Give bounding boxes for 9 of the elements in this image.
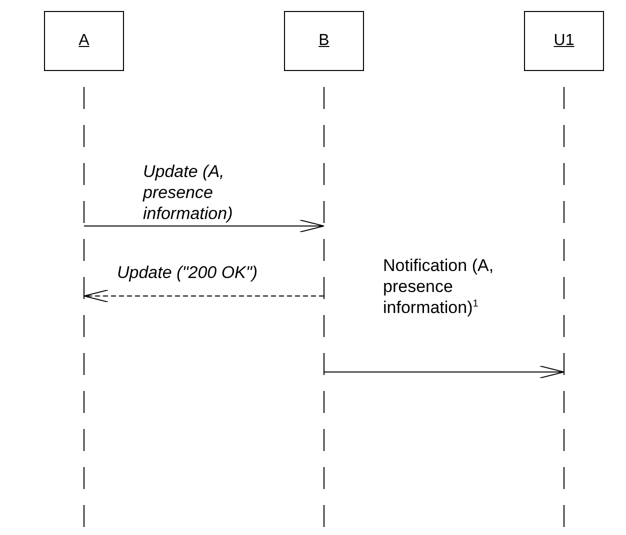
message-arrow — [84, 290, 324, 302]
participant-name: B — [318, 32, 330, 50]
message-arrow — [84, 220, 324, 232]
message-label: Update ("200 OK") — [117, 262, 259, 283]
message-arrow — [324, 366, 564, 378]
message-label: Update (A, presence information) — [143, 161, 234, 224]
message-label: Notification (A, presence information)$^{1}$ — [383, 255, 495, 318]
participant-name: U1 — [554, 32, 574, 50]
participant-name: A — [78, 32, 90, 50]
